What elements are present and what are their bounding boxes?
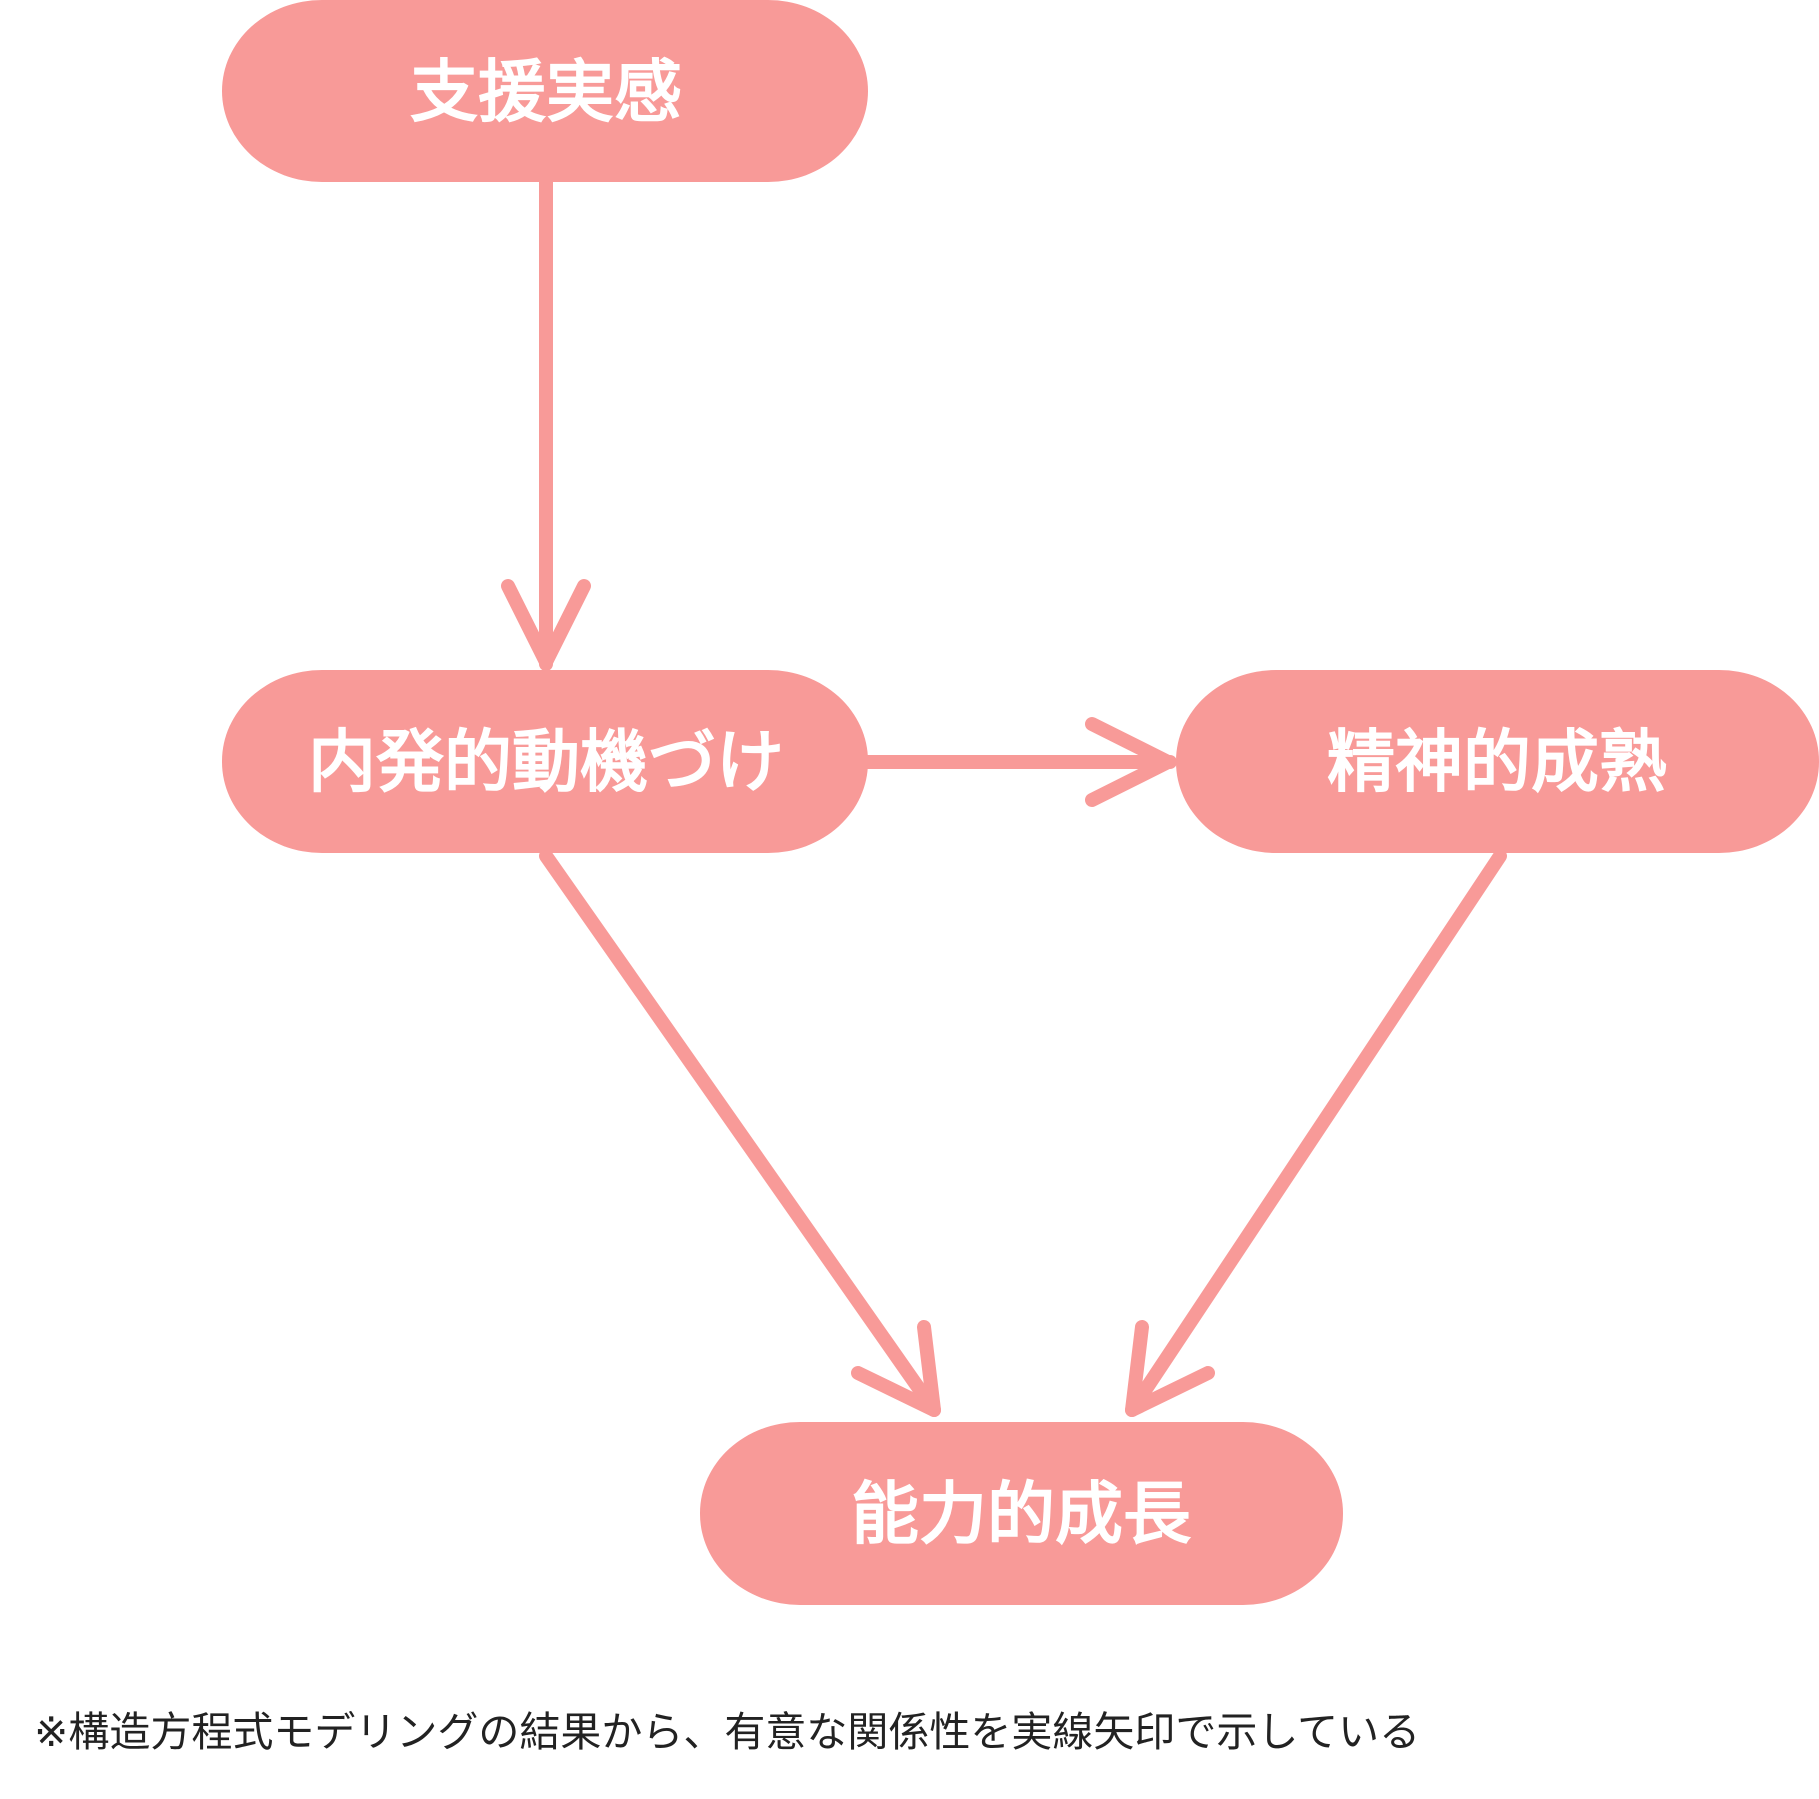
edge-motivation-to-growth <box>539 849 941 1417</box>
node-label-motivation: 内発的動機づけ <box>308 724 784 803</box>
arrowhead-icon <box>1125 1320 1215 1417</box>
node-label-maturity: 精神的成熟 <box>1327 724 1667 803</box>
edge-line <box>1125 849 1507 1417</box>
node-shape <box>222 670 868 853</box>
node-shape <box>1176 670 1819 853</box>
node-shape <box>222 0 868 182</box>
node-maturity: 精神的成熟 <box>1176 670 1819 853</box>
edge-line <box>539 849 941 1417</box>
node-label-support: 支援実感 <box>410 54 682 133</box>
node-growth: 能力的成長 <box>700 1422 1343 1605</box>
arrowhead-icon <box>851 1320 941 1417</box>
node-support: 支援実感 <box>222 0 868 182</box>
node-label-growth: 能力的成長 <box>851 1476 1192 1555</box>
arrowhead-icon <box>1085 717 1175 807</box>
node-shape <box>700 1422 1343 1605</box>
edge-motivation-to-maturity <box>861 717 1177 807</box>
arrowhead-icon <box>501 579 591 669</box>
footnote: ※構造方程式モデリングの結果から、有意な関係性を実線矢印で示している <box>34 1708 1421 1756</box>
edge-maturity-to-growth <box>1125 849 1507 1417</box>
edge-support-to-motivation <box>501 175 591 671</box>
node-motivation: 内発的動機づけ <box>222 670 868 853</box>
